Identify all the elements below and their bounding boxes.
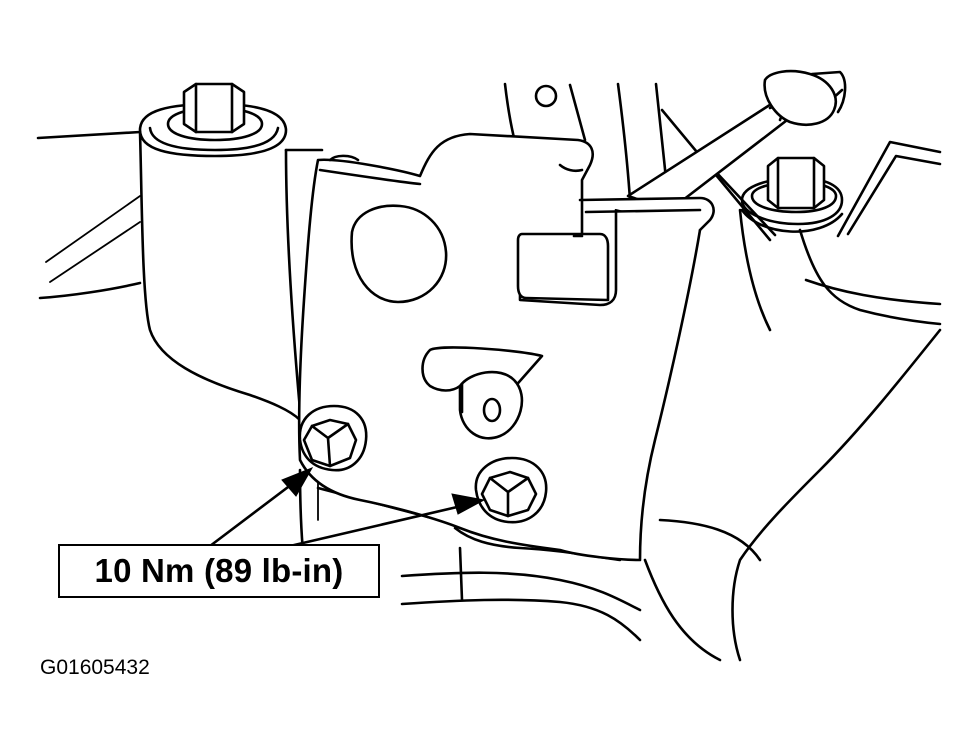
arrow-head-left-bolt bbox=[281, 467, 314, 497]
arrow-head-right-bolt bbox=[451, 493, 486, 515]
mounting-bracket bbox=[297, 132, 715, 562]
top-right-bolt bbox=[740, 156, 844, 233]
top-left-bolt bbox=[138, 82, 288, 158]
control-rod bbox=[534, 69, 847, 212]
torque-callout-box: 10 Nm (89 lb-in) bbox=[58, 544, 380, 598]
lower-left-bolt bbox=[298, 404, 368, 472]
leader-arrows bbox=[208, 467, 486, 548]
figure-id: G01605432 bbox=[40, 656, 150, 679]
bracket-tab bbox=[421, 346, 544, 440]
lower-right-bolt bbox=[474, 456, 548, 524]
torque-spec-label: 10 Nm (89 lb-in) bbox=[94, 552, 344, 589]
